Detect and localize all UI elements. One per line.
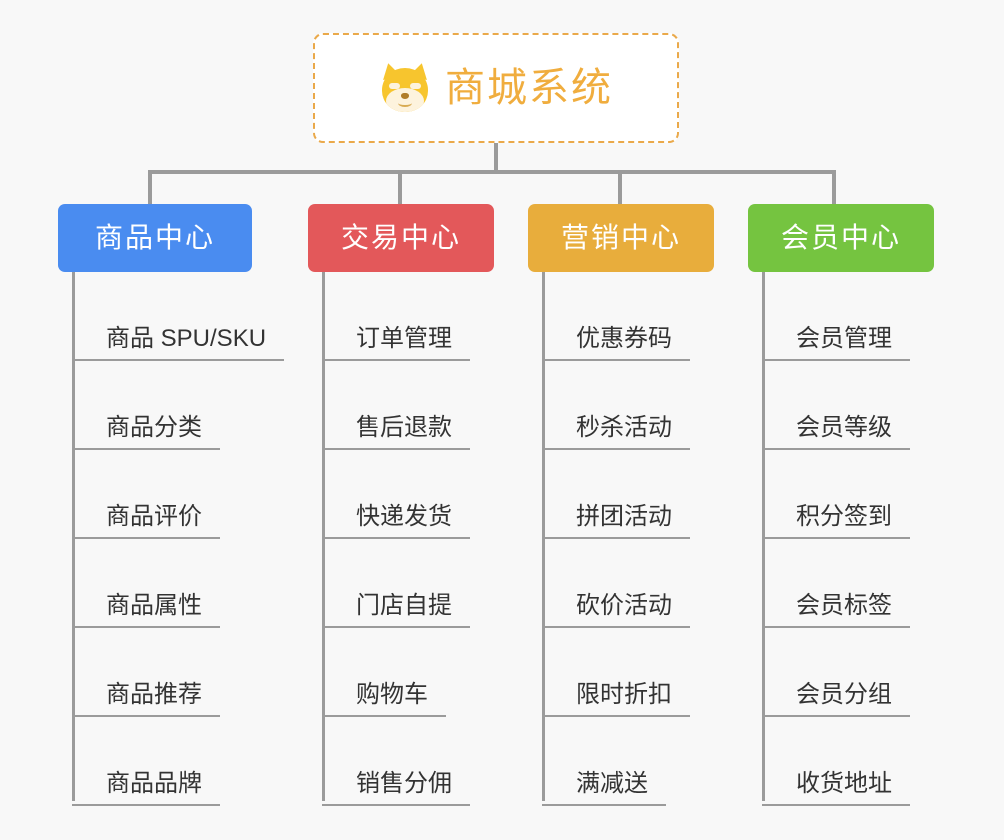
list-item[interactable]: 商品属性 [72,539,284,628]
list-item[interactable]: 会员分组 [762,628,910,717]
list-item[interactable]: 商品推荐 [72,628,284,717]
list-item[interactable]: 快递发货 [322,450,470,539]
leaf-label: 快递发货 [356,502,452,530]
list-item[interactable]: 会员管理 [762,272,910,361]
list-item[interactable]: 销售分佣 [322,717,470,806]
leaf-column-1: 商品 SPU/SKU 商品分类 商品评价 商品属性 商品推荐 商品品牌 [72,272,285,806]
connector-drop-2 [398,170,402,204]
leaf-label: 会员分组 [796,680,892,708]
list-item[interactable]: 限时折扣 [542,628,690,717]
list-item[interactable]: 商品品牌 [72,717,284,806]
leaf-column-4: 会员管理 会员等级 积分签到 会员标签 会员分组 收货地址 [762,272,910,806]
category-header-会员中心[interactable]: 会员中心 [748,204,934,272]
category-label: 营销中心 [560,222,681,253]
list-item[interactable]: 商品 SPU/SKU [72,272,285,361]
column-spine [542,272,545,801]
root-title: 商城系统 [445,66,613,110]
leaf-label: 订单管理 [356,324,452,352]
leaf-label: 砍价活动 [576,591,672,619]
list-item[interactable]: 商品分类 [72,361,284,450]
leaf-label: 商品 SPU/SKU [106,324,267,352]
leaf-label: 拼团活动 [576,502,672,530]
leaf-label: 满减送 [576,769,648,797]
list-item[interactable]: 收货地址 [762,717,910,806]
leaf-label: 购物车 [356,680,428,708]
connector-horizontal-bus [148,170,836,174]
leaf-label: 限时折扣 [576,680,672,708]
category-label: 商品中心 [94,222,215,253]
leaf-label: 积分签到 [796,502,892,530]
list-item[interactable]: 订单管理 [322,272,470,361]
connector-drop-3 [618,170,622,204]
connector-root-stem [494,143,498,172]
list-item[interactable]: 售后退款 [322,361,470,450]
leaf-label: 会员标签 [796,591,892,619]
root-node[interactable]: 商城系统 [313,33,679,143]
leaf-label: 商品属性 [106,591,202,619]
column-spine [762,272,765,801]
leaf-label: 商品评价 [106,502,202,530]
list-item[interactable]: 拼团活动 [542,450,690,539]
category-header-交易中心[interactable]: 交易中心 [308,204,494,272]
leaf-label: 会员等级 [796,413,892,441]
leaf-label: 门店自提 [356,591,452,619]
list-item[interactable]: 积分签到 [762,450,910,539]
list-item[interactable]: 砍价活动 [542,539,690,628]
list-item[interactable]: 会员等级 [762,361,910,450]
category-header-营销中心[interactable]: 营销中心 [528,204,714,272]
leaf-label: 商品品牌 [106,769,202,797]
leaf-label: 收货地址 [796,769,892,797]
list-item[interactable]: 会员标签 [762,539,910,628]
list-item[interactable]: 购物车 [322,628,470,717]
connector-drop-1 [148,170,152,204]
leaf-label: 售后退款 [356,413,452,441]
category-label: 会员中心 [780,222,901,253]
leaf-label: 优惠券码 [576,324,672,352]
leaf-column-2: 订单管理 售后退款 快递发货 门店自提 购物车 销售分佣 [322,272,470,806]
shiba-dog-face-icon [379,61,431,114]
list-item[interactable]: 满减送 [542,717,690,806]
list-item[interactable]: 优惠券码 [542,272,690,361]
leaf-label: 销售分佣 [356,769,452,797]
column-spine [72,272,75,801]
leaf-label: 秒杀活动 [576,413,672,441]
list-item[interactable]: 秒杀活动 [542,361,690,450]
column-spine [322,272,325,801]
list-item[interactable]: 商品评价 [72,450,284,539]
connector-drop-4 [832,170,836,204]
leaf-label: 商品推荐 [106,680,202,708]
leaf-label: 会员管理 [796,324,892,352]
leaf-column-3: 优惠券码 秒杀活动 拼团活动 砍价活动 限时折扣 满减送 [542,272,690,806]
category-header-商品中心[interactable]: 商品中心 [58,204,252,272]
leaf-label: 商品分类 [106,413,202,441]
category-label: 交易中心 [340,222,461,253]
list-item[interactable]: 门店自提 [322,539,470,628]
